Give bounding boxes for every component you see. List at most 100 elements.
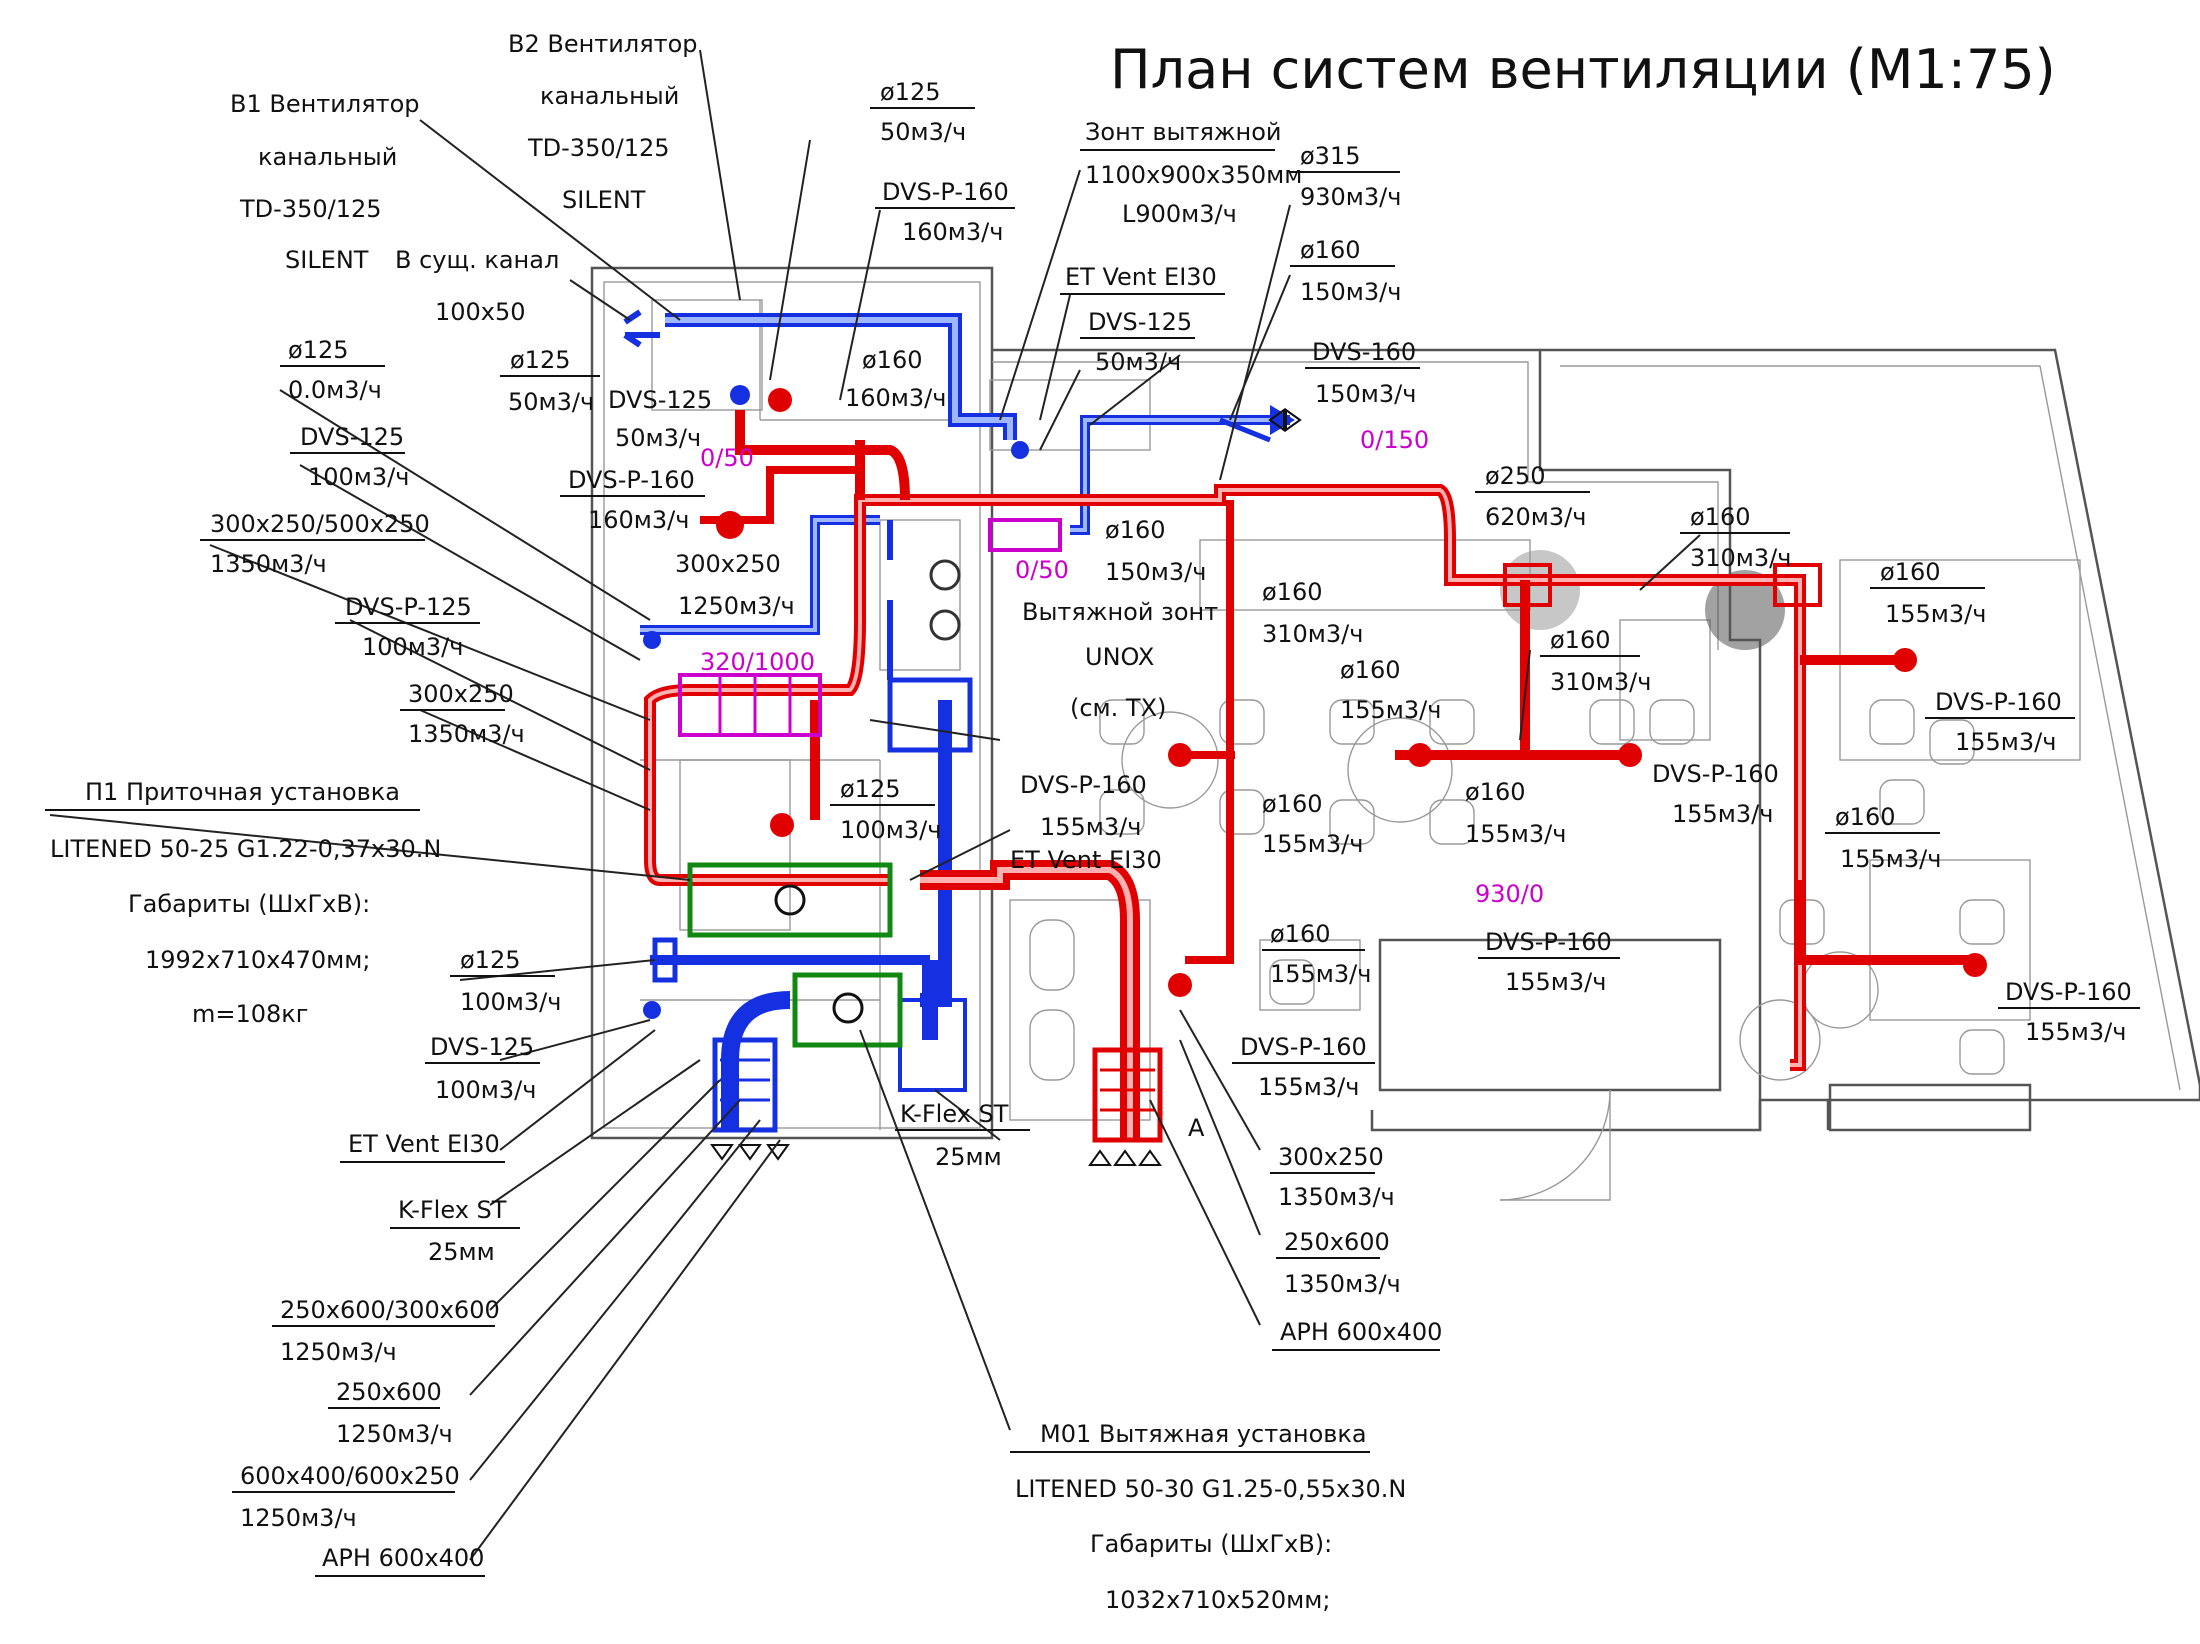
b1-fan-line-1: В1 Вентилятор	[230, 90, 420, 118]
dvsp160-155-right-b-line-1: DVS-P-160	[2005, 978, 2132, 1006]
d160-155-b-line-1: ø160	[1262, 790, 1323, 818]
dvs160-150-line-1: DVS-160	[1312, 338, 1416, 366]
m01-exhaust-unit-box	[792, 972, 903, 1048]
r250-600-bottom-line-2: 1350м3/ч	[1284, 1270, 1401, 1298]
d160-160-inline-line-1: ø160	[862, 346, 923, 374]
dvsp160-155-bottom-mid-line-2: 155м3/ч	[1258, 1073, 1359, 1101]
d160-155-right-line-2: 155м3/ч	[1885, 600, 1986, 628]
p1-supply-unit-box	[687, 862, 893, 938]
dvs125-100-left-line-2: 100м3/ч	[435, 1076, 536, 1104]
dvs125-100-line-1: DVS-125	[300, 423, 404, 451]
dvs125-100-left-line-1: DVS-125	[430, 1033, 534, 1061]
b1-fan-line-2: канальный	[258, 143, 397, 171]
p1-unit-line-5: m=108кг	[192, 1000, 308, 1028]
r250-600-left-line-2: 1250м3/ч	[336, 1420, 453, 1448]
annotation-labels: В2 Вентилятор канальный TD-350/125 SILEN…	[45, 30, 2140, 1614]
dvsp160-top-line-1: DVS-P-160	[882, 178, 1009, 206]
r300-250-500-line-2: 1350м3/ч	[210, 550, 327, 578]
d160-150-top-line-2: 150м3/ч	[1300, 278, 1401, 306]
dvs125-50-right-line-2: 50м3/ч	[1095, 348, 1181, 376]
dvs160-150-line-2: 150м3/ч	[1315, 380, 1416, 408]
d125-50-left-line-2: 50м3/ч	[508, 388, 594, 416]
d160-310-right-line-2: 310м3/ч	[1690, 544, 1791, 572]
balance-label-5: 930/0	[1475, 880, 1544, 908]
d250-line-1: ø250	[1485, 462, 1546, 490]
r300-250-500-line-1: 300х250/500х250	[210, 510, 430, 538]
existing-channel-line-2: 100х50	[435, 298, 526, 326]
d160-150-mid-line-1: ø160	[1105, 516, 1166, 544]
dvsp160-155-right-a-line-2: 155м3/ч	[1955, 728, 2056, 756]
p1-unit-line-1: П1 Приточная установка	[85, 778, 400, 806]
dvsp160-160-line-2: 160м3/ч	[588, 506, 689, 534]
hood-unox-line-2: UNOX	[1085, 643, 1154, 671]
drawing-title: План систем вентиляции (М1:75)	[1110, 38, 2056, 101]
balance-label-1: 0/50	[700, 444, 754, 472]
b1-fan-line-4: SILENT	[285, 246, 369, 274]
d125-50-top-line-1: ø125	[880, 78, 941, 106]
dvs125-50-inline-line-2: 50м3/ч	[615, 424, 701, 452]
hood-line-2: 1100х900х350мм	[1085, 161, 1302, 189]
dvsp160-155-c2-line-2: 155м3/ч	[1505, 968, 1606, 996]
d315-line-2: 930м3/ч	[1300, 183, 1401, 211]
d315-line-1: ø315	[1300, 142, 1361, 170]
hood-line-1: Зонт вытяжной	[1085, 118, 1281, 146]
hood-unox-line-1: Вытяжной зонт	[1022, 598, 1218, 626]
building-walls	[590, 266, 2200, 1201]
r300-250-1250-line-1: 300х250	[675, 550, 781, 578]
etvent-left-label: ET Vent EI30	[348, 1130, 500, 1158]
r600-400-line-2: 1250м3/ч	[240, 1504, 357, 1532]
hood-unox-line-3: (см. ТХ)	[1070, 694, 1166, 722]
dvsp160-155-center-line-1: DVS-P-160	[1652, 760, 1779, 788]
r300-250-1350-left-line-2: 1350м3/ч	[408, 720, 525, 748]
transition-fittings	[678, 518, 1062, 737]
d160-155-c-line-2: 155м3/ч	[1465, 820, 1566, 848]
d125-100-mid-line-2: 100м3/ч	[840, 816, 941, 844]
etvent-mid-label: ET Vent EI30	[1010, 846, 1162, 874]
kflex-left-line-2: 25мм	[428, 1238, 495, 1266]
d125-100-left-line-2: 100м3/ч	[460, 988, 561, 1016]
d160-150-top-line-1: ø160	[1300, 236, 1361, 264]
d125-100-mid-line-1: ø125	[840, 775, 901, 803]
existing-channel-line-1: В сущ. канал	[395, 246, 559, 274]
r250-600-bottom-line-1: 250х600	[1284, 1228, 1390, 1256]
balance-label-4: 320/1000	[700, 648, 815, 676]
r250-600-left-line-1: 250х600	[336, 1378, 442, 1406]
b2-fan-line-3: TD-350/125	[527, 134, 670, 162]
dvsp160-155-mid-line-2: 155м3/ч	[1040, 813, 1141, 841]
m01-unit-line-3: Габариты (ШхГхВ):	[1090, 1530, 1332, 1558]
dvs125-50-inline-line-1: DVS-125	[608, 386, 712, 414]
air-handling-units	[687, 862, 903, 1048]
aph-bottom-label: АРН 600х400	[1280, 1318, 1442, 1346]
d160-310-center-line-2: 310м3/ч	[1550, 668, 1651, 696]
d160-155-c-line-1: ø160	[1465, 778, 1526, 806]
leader-lines	[49, 49, 1701, 1561]
m01-unit-line-2: LITENED 50-30 G1.25-0,55х30.N	[1015, 1475, 1406, 1503]
d160-155-d-line-1: ø160	[1270, 920, 1331, 948]
d160-155-right-b-line-1: ø160	[1835, 803, 1896, 831]
kflex-mid-line-1: K-Flex ST	[900, 1100, 1009, 1128]
balance-label-2: 0/150	[1360, 426, 1429, 454]
d160-155-right-line-1: ø160	[1880, 558, 1941, 586]
r300-250-bottom-line-2: 1350м3/ч	[1278, 1183, 1395, 1211]
dvsp160-155-bottom-mid-line-1: DVS-P-160	[1240, 1033, 1367, 1061]
b2-fan-line-1: В2 Вентилятор	[508, 30, 698, 58]
b1-fan-line-3: TD-350/125	[239, 195, 382, 223]
d125-0-line-1: ø125	[288, 336, 349, 364]
d160-150-mid-line-2: 150м3/ч	[1105, 558, 1206, 586]
dvsp160-155-center-line-2: 155м3/ч	[1672, 800, 1773, 828]
exhaust-ducts	[623, 309, 1295, 1133]
r300-250-bottom-line-1: 300х250	[1278, 1143, 1384, 1171]
dvsp125-line-2: 100м3/ч	[362, 633, 463, 661]
kflex-mid-line-2: 25мм	[935, 1143, 1002, 1171]
dvsp125-line-1: DVS-P-125	[345, 593, 472, 621]
hood-line-3: L900м3/ч	[1122, 200, 1237, 228]
dvsp160-155-c2-line-1: DVS-P-160	[1485, 928, 1612, 956]
d160-310-mid-line-2: 310м3/ч	[1262, 620, 1363, 648]
d160-310-mid-line-1: ø160	[1262, 578, 1323, 606]
dvsp160-160-line-1: DVS-P-160	[568, 466, 695, 494]
p1-unit-line-3: Габариты (ШхГхВ):	[128, 890, 370, 918]
dvs125-50-right-line-1: DVS-125	[1088, 308, 1192, 336]
dvs125-100-line-2: 100м3/ч	[308, 463, 409, 491]
